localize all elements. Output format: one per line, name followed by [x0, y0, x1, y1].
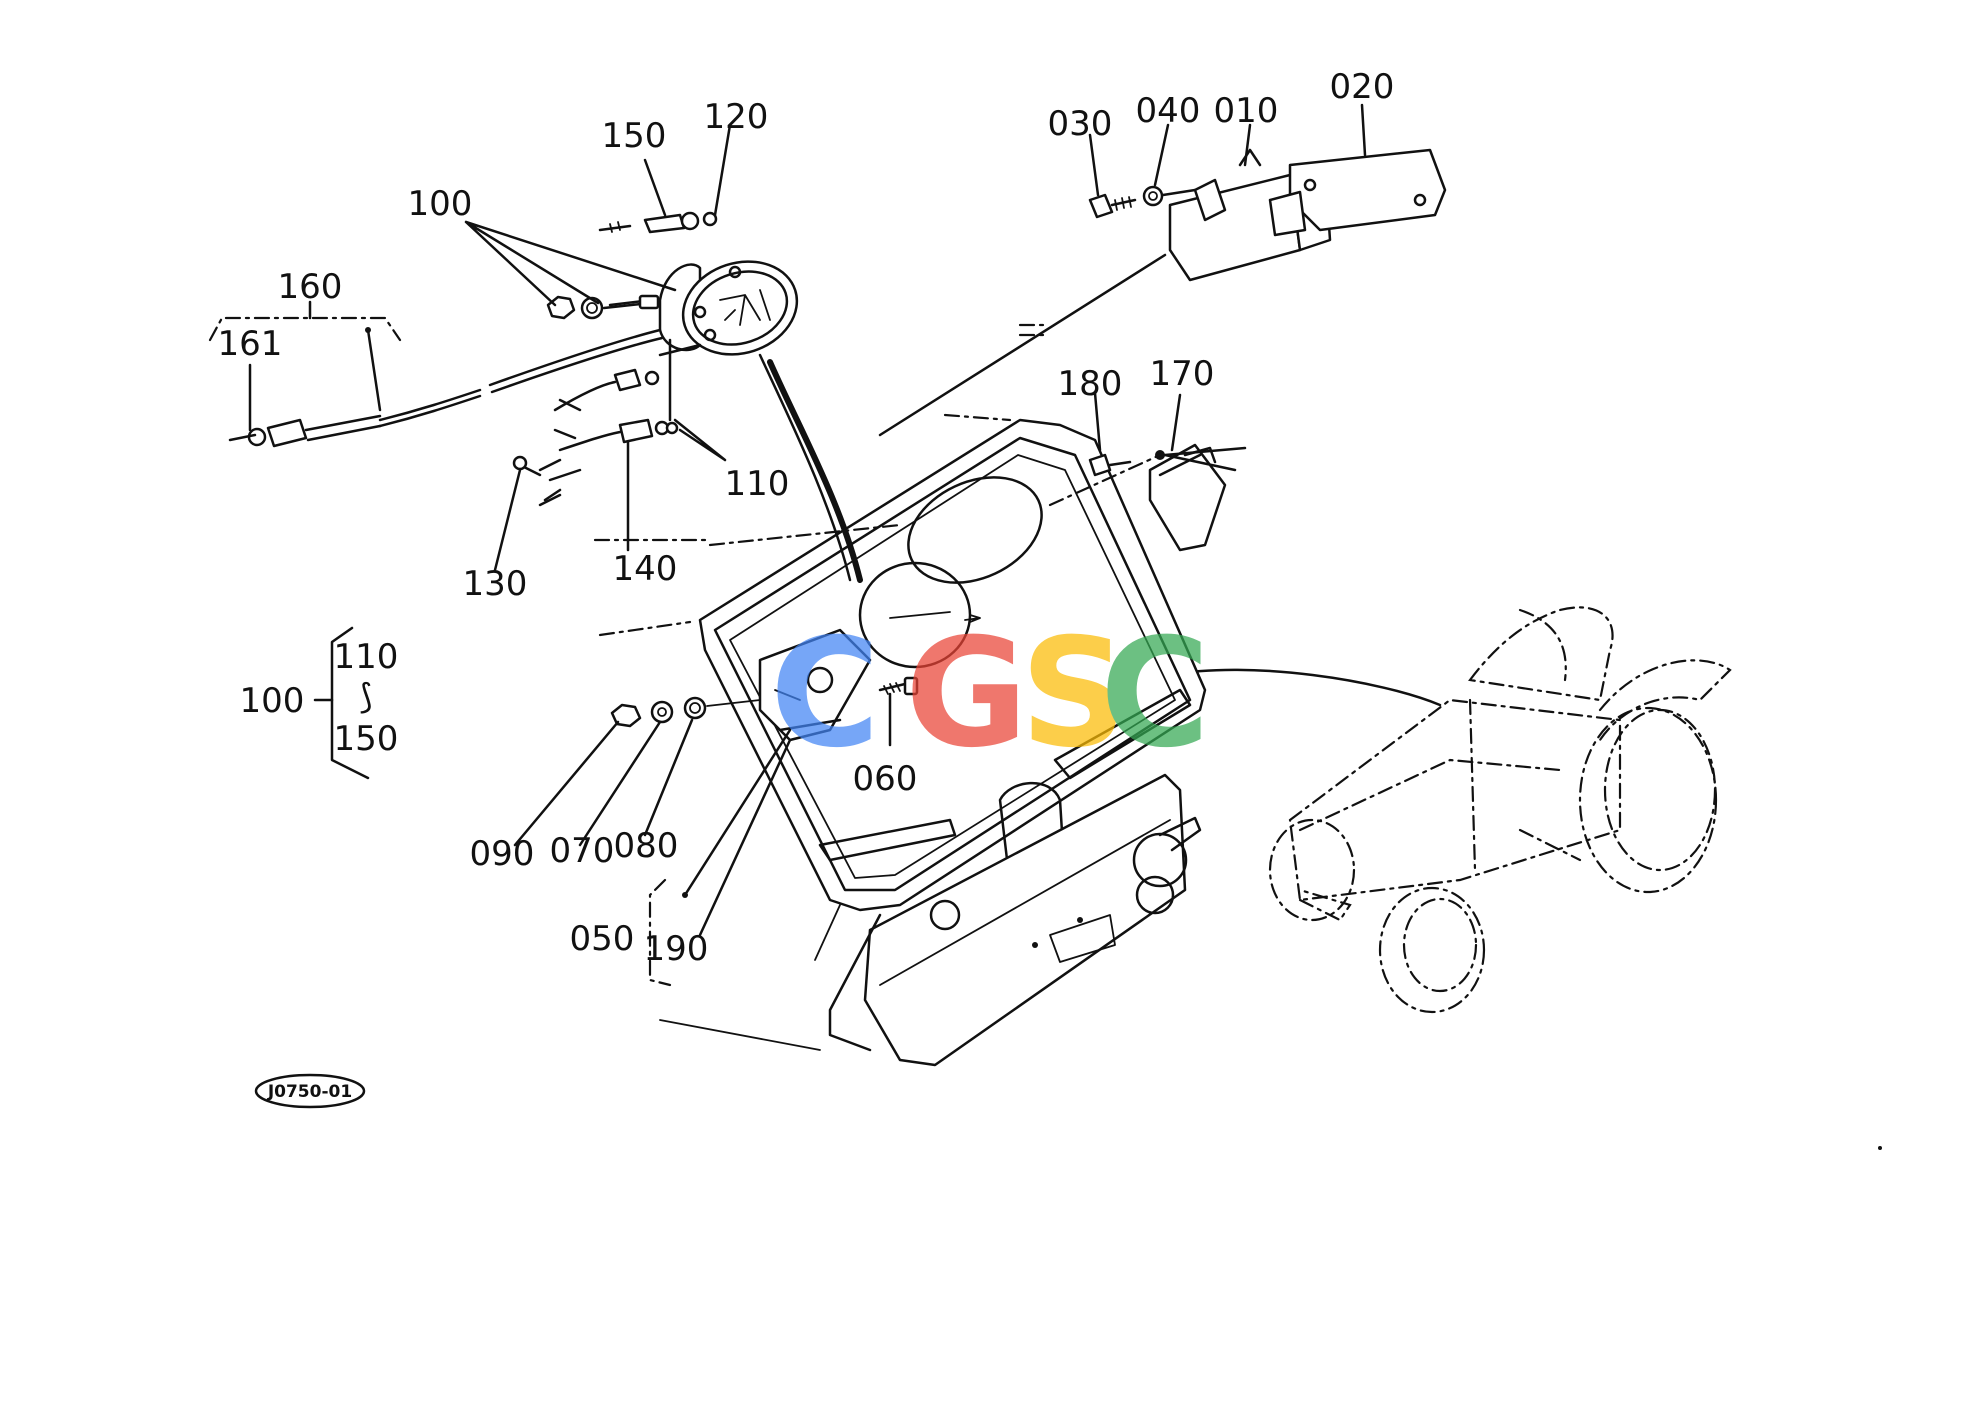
leader-030	[1088, 133, 1100, 197]
label-070: 070	[550, 831, 615, 871]
bolt-060	[878, 676, 919, 696]
bracket-050	[648, 878, 672, 987]
watermark-letter-2: G	[905, 607, 1028, 781]
leader-020	[1360, 103, 1367, 157]
tachometer-assembly	[608, 260, 863, 583]
dashboard-panel	[593, 323, 1207, 1067]
tacho-leader	[758, 353, 852, 582]
leader-010	[1243, 123, 1252, 167]
bolt-washer-030-040	[1088, 185, 1197, 219]
assembly-range: ⟆	[359, 677, 372, 717]
part-labels: 020 030 040 010 180 170 120 150 100 160 …	[218, 67, 1395, 969]
nut-washers-lower	[610, 696, 761, 728]
assembly-to: 150	[334, 719, 399, 759]
label-080: 080	[614, 826, 679, 866]
label-090: 090	[470, 834, 535, 874]
label-150: 150	[602, 116, 667, 156]
nut-washers-100	[546, 294, 660, 320]
bracket-160	[208, 316, 402, 342]
label-100: 100	[408, 184, 473, 224]
leaders-100	[464, 220, 677, 307]
label-060: 060	[853, 759, 918, 799]
watermark: C G S C	[770, 607, 1210, 781]
assembly-bracket	[313, 626, 370, 780]
label-140: 140	[613, 549, 678, 589]
small-meter	[758, 628, 872, 742]
assembly-note: 100 110 ⟆ 150	[240, 637, 399, 759]
watermark-letter-4: C	[1100, 607, 1210, 781]
label-161: 161	[218, 324, 283, 364]
label-110: 110	[725, 464, 790, 504]
bulb-150-120	[598, 211, 718, 234]
label-180: 180	[1058, 364, 1123, 404]
label-050: 050	[570, 919, 635, 959]
drawing-code: J0750-01	[267, 1082, 352, 1102]
label-170: 170	[1150, 354, 1215, 394]
label-030: 030	[1048, 104, 1113, 144]
leader-080	[643, 718, 694, 837]
tractor-illustration	[1268, 606, 1732, 1014]
wiring-harness	[493, 338, 727, 572]
label-190: 190	[644, 929, 709, 969]
drawing-code-badge: J0750-01	[254, 1073, 366, 1109]
watermark-letter-1: C	[770, 607, 880, 781]
flasher-unit	[1148, 393, 1247, 552]
tractor-leader	[1168, 668, 1442, 707]
regulator-leader	[878, 253, 1167, 437]
leader-150	[643, 158, 667, 217]
label-130: 130	[463, 564, 528, 604]
label-040: 040	[1136, 91, 1201, 131]
leader-050	[683, 728, 792, 897]
leader-040	[1153, 123, 1170, 187]
label-010: 010	[1214, 91, 1279, 131]
assembly-parent: 100	[240, 681, 305, 721]
label-020: 020	[1330, 67, 1395, 107]
watermark-letter-3: S	[1020, 607, 1128, 781]
leader-090	[513, 720, 620, 847]
cable-160	[228, 327, 664, 448]
label-160: 160	[278, 267, 343, 307]
screw-180	[1088, 391, 1132, 477]
regulator-bracket	[1168, 148, 1447, 282]
assembly-from: 110	[334, 637, 399, 677]
leader-070	[578, 720, 662, 847]
leader-190	[698, 738, 792, 937]
label-120: 120	[704, 97, 769, 137]
leader-120	[713, 123, 732, 217]
